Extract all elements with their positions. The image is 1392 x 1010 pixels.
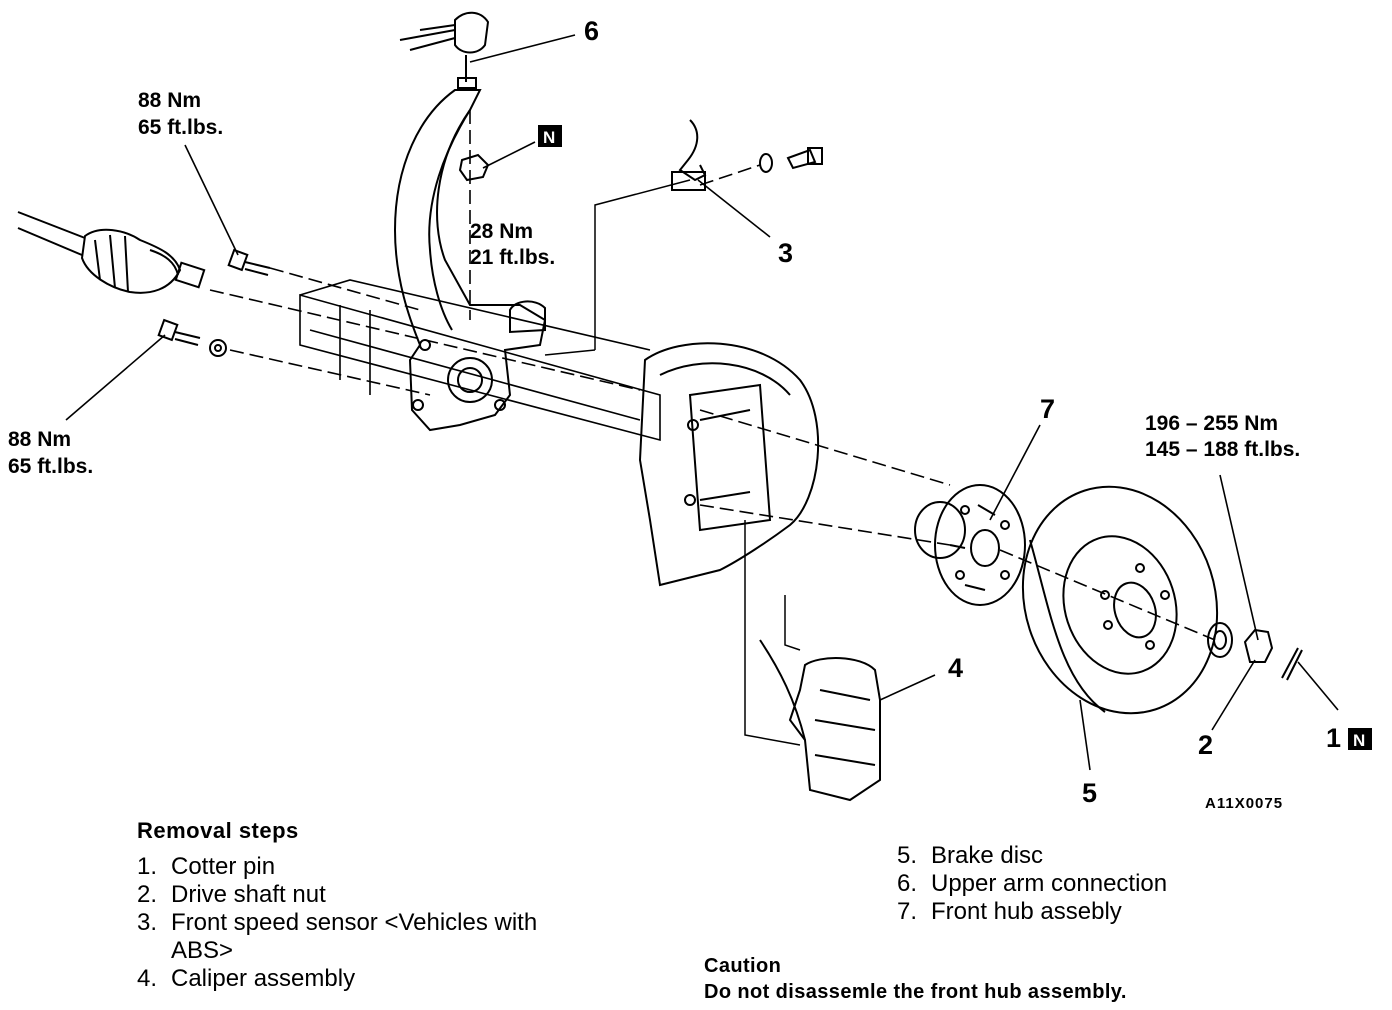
- removal-steps-list: Removal steps 1. Cotter pin 2. Drive sha…: [137, 817, 637, 993]
- washer: [1207, 622, 1233, 658]
- dust-shield: [638, 342, 820, 587]
- drive-shaft: [17, 211, 206, 294]
- removal-step: 4. Caliper assembly: [137, 965, 637, 993]
- torque-upper-bolt-ft: 65 ft.lbs.: [138, 116, 223, 139]
- front-hub-assembly: [914, 484, 1026, 606]
- callout-7: 7: [1040, 394, 1055, 424]
- step-text: Front speed sensor <Vehicles with ABS>: [171, 909, 538, 964]
- callout-3: 3: [778, 238, 793, 268]
- brake-disc: [1021, 485, 1219, 715]
- torque-lower-bolt-ft: 65 ft.lbs.: [8, 455, 93, 478]
- n-badge-upper-text: N: [543, 128, 555, 147]
- torque-lower-bolt-nm: 88 Nm: [8, 428, 71, 451]
- drive-shaft-nut: [1243, 628, 1274, 663]
- step-number: 7.: [897, 898, 918, 925]
- torque-arm-nut-ft: 21 ft.lbs.: [470, 246, 555, 269]
- torque-hub-nut-ft: 145 – 188 ft.lbs.: [1145, 438, 1300, 461]
- callout-leaders: [65, 34, 1339, 771]
- caution-note: Caution Do not disassemle the front hub …: [704, 953, 1364, 1005]
- removal-steps-heading: Removal steps: [137, 818, 299, 843]
- upper-arm-nut: [458, 153, 490, 182]
- callout-4: 4: [948, 653, 963, 683]
- removal-step: 2. Drive shaft nut: [137, 881, 637, 909]
- step-number: 6.: [897, 870, 918, 897]
- step-number: 3.: [137, 909, 158, 936]
- torque-upper-bolt-nm: 88 Nm: [138, 89, 201, 112]
- lower-bolt: [157, 318, 227, 357]
- step-number: 2.: [137, 881, 158, 908]
- callout-2: 2: [1198, 730, 1213, 760]
- caliper-assembly: [759, 639, 881, 802]
- removal-step: 7. Front hub assebly: [897, 898, 1337, 926]
- callout-1: 1: [1326, 723, 1341, 753]
- removal-steps-list-continued: 5. Brake disc 6. Upper arm connection 7.…: [897, 842, 1337, 926]
- step-text: Cotter pin: [171, 853, 276, 880]
- n-badge-lower-text: N: [1353, 731, 1365, 750]
- step-number: 4.: [137, 965, 158, 992]
- step-text: Caliper assembly: [171, 965, 356, 992]
- step-text: Drive shaft nut: [171, 881, 326, 908]
- step-text: Upper arm connection: [931, 870, 1168, 897]
- caution-text: Do not disassemle the front hub assembly…: [704, 981, 1127, 1003]
- step-text: Front hub assebly: [931, 898, 1122, 925]
- n-badge-upper: N: [538, 125, 562, 147]
- removal-step: 6. Upper arm connection: [897, 870, 1337, 898]
- step-number: 5.: [897, 842, 918, 869]
- lower-arm-frame: [299, 279, 661, 442]
- removal-step: 1. Cotter pin: [137, 853, 637, 881]
- figure-code: A11X0075: [1205, 795, 1283, 812]
- callout-6: 6: [584, 16, 599, 46]
- speed-sensor: [671, 119, 823, 191]
- assembly-axis-lines: [209, 110, 1216, 641]
- callout-5: 5: [1082, 778, 1097, 808]
- removal-step: 3. Front speed sensor <Vehicles with ABS…: [137, 909, 637, 965]
- torque-hub-nut-nm: 196 – 255 Nm: [1145, 412, 1278, 435]
- torque-arm-nut-nm: 28 Nm: [470, 220, 533, 243]
- step-text: Brake disc: [931, 842, 1044, 869]
- cotter-pin: [1281, 647, 1303, 681]
- n-badge-lower: N: [1348, 728, 1372, 750]
- caution-heading: Caution: [704, 955, 782, 977]
- upper-arm-connection: [399, 11, 490, 89]
- step-number: 1.: [137, 853, 158, 880]
- removal-step: 5. Brake disc: [897, 842, 1337, 870]
- upper-bolt: [227, 248, 271, 276]
